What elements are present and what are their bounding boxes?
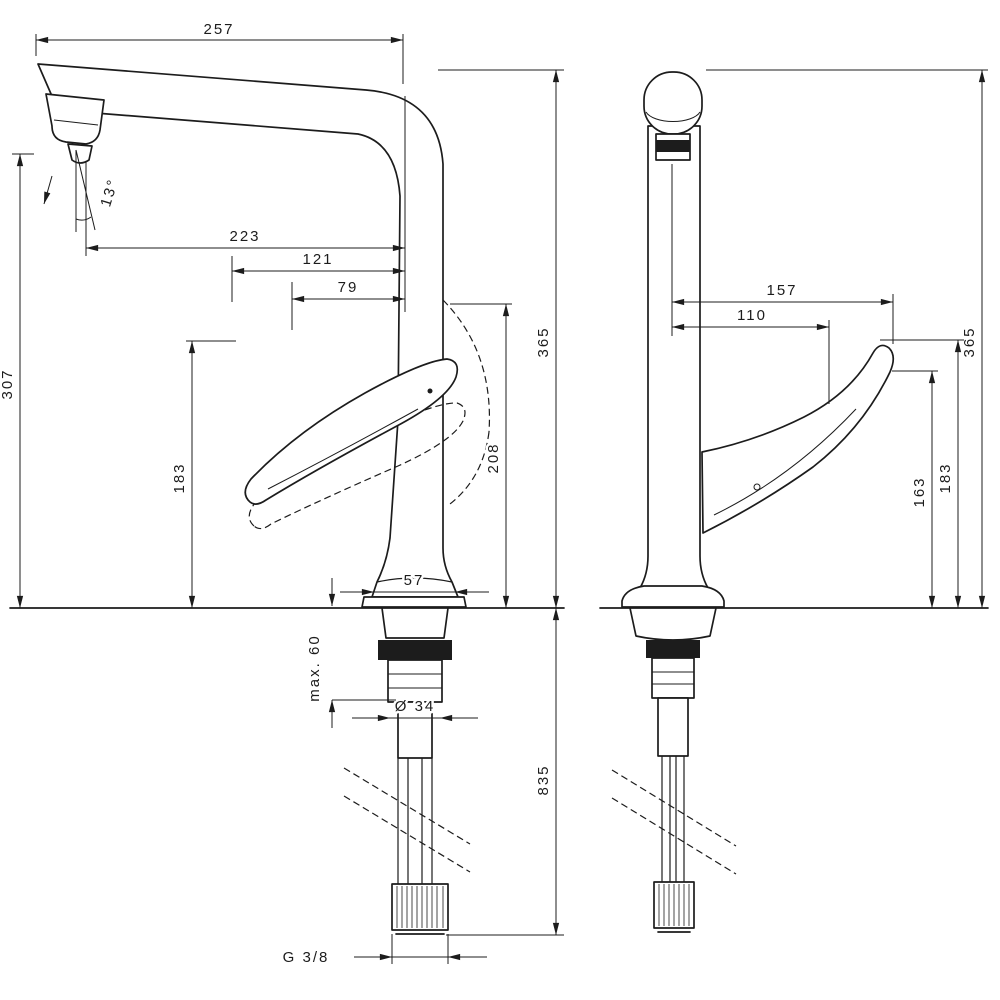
dim-label-365-side: 365	[535, 326, 552, 357]
handle-pivot-dot	[427, 388, 433, 394]
break-line	[611, 769, 737, 847]
knurled-nut-side	[378, 640, 452, 660]
faucet-front-column	[633, 125, 715, 601]
dim-157: 157	[671, 280, 894, 344]
handle-lever-front	[701, 344, 895, 534]
dim-223: 223	[85, 162, 406, 256]
dim-121: 121	[231, 249, 406, 302]
dim-label-57: 57	[404, 572, 425, 589]
break-line	[611, 797, 737, 875]
mounting-flange-front	[629, 607, 717, 641]
dim-79: 79	[291, 277, 406, 330]
dim-label-157: 157	[766, 282, 797, 299]
angle-arc	[75, 216, 92, 221]
faucet-side-outline	[37, 63, 459, 598]
dim-183-side: 183	[169, 340, 236, 609]
dim-label-183-side: 183	[171, 462, 188, 493]
mounting-shank-front	[651, 657, 695, 699]
spout-cap-front	[643, 71, 703, 135]
mounting-flange-side	[381, 607, 449, 639]
dim-label-thread: G 3/8	[283, 949, 330, 966]
dim-208: 208	[450, 303, 512, 609]
dim-110: 110	[671, 305, 830, 404]
dim-label-121: 121	[302, 251, 333, 268]
dim-thread-g38: G 3/8	[280, 934, 487, 969]
break-line	[343, 767, 471, 845]
dim-label-223: 223	[229, 228, 260, 245]
handle-detail-line-front	[713, 408, 857, 516]
dim-365-side: 365	[438, 69, 564, 609]
handle-lever	[244, 358, 459, 505]
dim-label-79: 79	[338, 279, 359, 296]
flow-arrow	[43, 175, 53, 205]
dim-label-max-60: max. 60	[306, 634, 323, 701]
dim-max-60: max. 60	[304, 578, 396, 728]
dim-label-835: 835	[535, 764, 552, 795]
mounting-shank-side	[387, 659, 443, 703]
dim-label-angle: 13°	[97, 176, 122, 208]
aerator-detail-line	[53, 119, 99, 126]
dim-label-110: 110	[737, 307, 767, 324]
knurled-nut-front	[646, 640, 700, 658]
dashed-swivel-line	[442, 299, 491, 433]
dim-label-163: 163	[911, 476, 928, 507]
shank-lower-front	[657, 697, 689, 757]
dim-diameter-34: Ø 34	[352, 696, 478, 722]
front-view: 157 110 365 163 183	[599, 69, 989, 933]
thread-hatching-front	[658, 884, 690, 926]
dim-183-front: 183	[880, 339, 964, 609]
base-escutcheon-front	[621, 585, 725, 608]
thread-hatching-side	[396, 886, 444, 928]
cap-curve-line	[645, 111, 701, 123]
dim-307: 307	[0, 153, 34, 609]
base-curve-line	[376, 577, 453, 583]
shank-lower-side	[397, 701, 433, 759]
dim-163: 163	[892, 370, 938, 609]
thread-connector-side	[391, 883, 449, 931]
dim-label-365-front: 365	[961, 326, 978, 357]
dim-257: 257	[35, 19, 404, 84]
aerator-band	[656, 140, 690, 152]
dim-label-183-front: 183	[937, 462, 954, 493]
side-view: 13°	[0, 19, 565, 969]
dim-835: 835	[446, 607, 564, 936]
aerator-tip	[45, 93, 105, 145]
aerator-nozzle	[67, 143, 93, 164]
dashed-swivel-line	[449, 431, 490, 505]
handle-screw-dot	[753, 483, 761, 491]
dim-label-208: 208	[485, 442, 502, 473]
handle-detail-line	[267, 408, 419, 490]
base-plate-side	[361, 596, 467, 608]
dim-label-257: 257	[203, 21, 234, 38]
break-line	[343, 795, 471, 873]
dim-57: 57	[340, 570, 489, 596]
dim-label-307: 307	[0, 368, 16, 399]
dim-label-diameter-34: Ø 34	[395, 698, 436, 715]
dim-365-front: 365	[706, 69, 988, 609]
